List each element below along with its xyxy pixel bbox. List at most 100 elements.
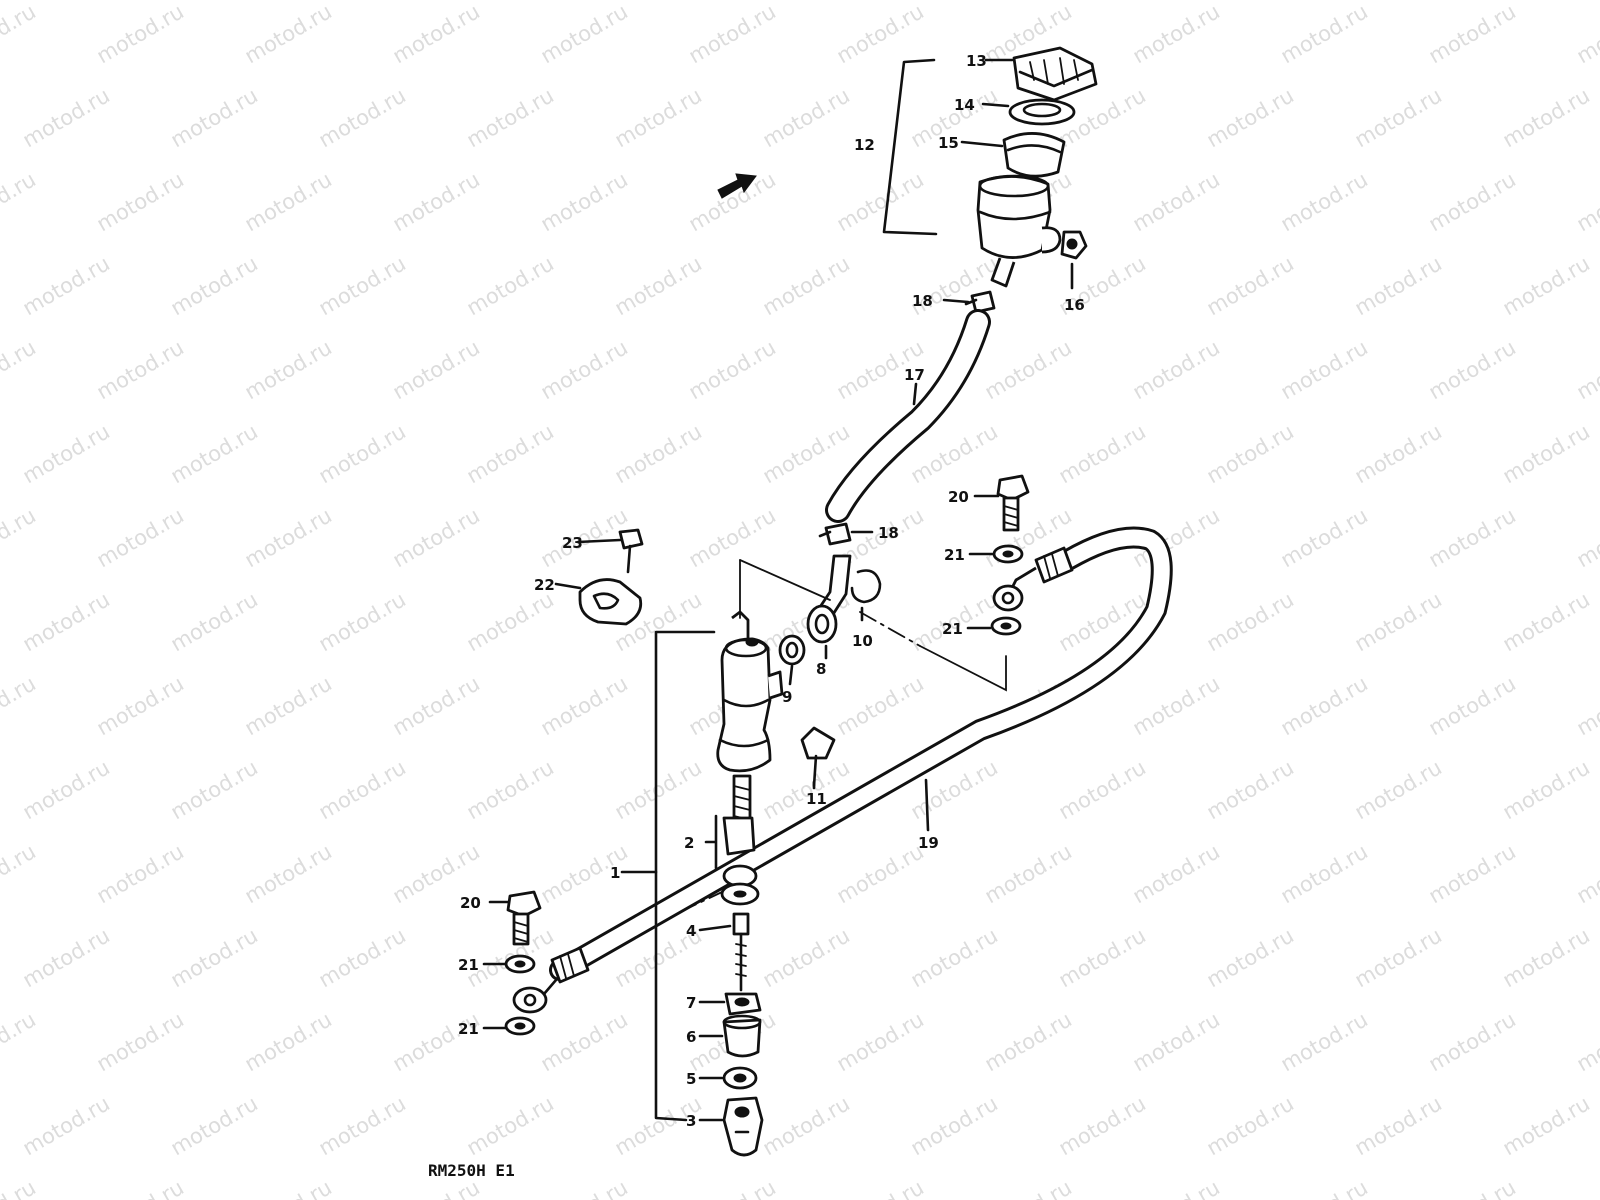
watermark-text: motod.ru [463,755,558,824]
callout-labels: 13 14 12 15 16 18 17 20 18 23 21 22 21 1… [458,52,1085,1130]
watermark-text: motod.ru [93,1007,188,1076]
watermark-text: motod.ru [315,1091,410,1160]
watermark-text: motod.ru [167,251,262,320]
watermark-text: motod.ru [611,755,706,824]
watermark-text: motod.ru [1277,335,1372,404]
connector-8 [806,554,852,644]
callout-21-d: 21 [458,1020,479,1038]
watermark-text: motod.ru [389,503,484,572]
callout-22: 22 [534,576,555,594]
watermark-text: motod.ru [759,1091,854,1160]
watermark-text: motod.ru [167,755,262,824]
front-direction-arrow-icon [717,173,757,199]
watermark-text: motod.ru [1425,1175,1520,1200]
watermark-text: motod.ru [463,587,558,656]
watermark-text: motod.ru [389,335,484,404]
watermark-text: motod.ru [0,0,40,68]
watermark-text: motod.ru [1573,1175,1600,1200]
watermark-text: motod.ru [685,167,780,236]
watermark-text: motod.ru [93,671,188,740]
watermark-text: motod.ru [1203,923,1298,992]
watermark-text: motod.ru [537,503,632,572]
callout-18-upper: 18 [912,292,933,310]
watermark-text: motod.ru [1129,167,1224,236]
watermark-text: motod.ru [759,83,854,152]
watermark-text: motod.ru [685,335,780,404]
watermark-text: motod.ru [389,167,484,236]
watermark-text: motod.ru [759,419,854,488]
watermark-text: motod.ru [0,1007,40,1076]
watermark-text: motod.ru [0,671,40,740]
watermark-text: motod.ru [0,839,40,908]
watermark-text: motod.ru [1425,335,1520,404]
watermark-text: motod.ru [93,1175,188,1200]
watermark-text: motod.ru [463,419,558,488]
watermark-text: motod.ru [685,503,780,572]
watermark-text: motod.ru [241,335,336,404]
watermark-text: motod.ru [1351,1091,1446,1160]
watermark-text: motod.ru [833,671,928,740]
callout-20-lower: 20 [460,894,481,912]
watermark-text: motod.ru [1277,671,1372,740]
watermark-text: motod.ru [1203,587,1298,656]
nut-7 [724,992,762,1016]
watermark-text: motod.ru [1573,335,1600,404]
watermark-text: motod.ru [907,923,1002,992]
watermark-text: motod.ru [907,1091,1002,1160]
watermark-text: motod.ru [19,251,114,320]
watermark-text: motod.ru [1351,251,1446,320]
watermark-text: motod.ru [1499,419,1594,488]
hose-clamp-18-upper [964,290,996,314]
watermark-text: motod.ru [1129,671,1224,740]
watermark-text: motod.ru [537,0,632,68]
watermark-text: motod.ru [1055,755,1150,824]
washer-21-c [504,954,536,974]
callout-17: 17 [904,366,925,384]
watermark-text: motod.ru [1499,755,1594,824]
watermark-text: motod.ru [463,1091,558,1160]
watermark-text: motod.ru [833,1175,928,1200]
callout-23: 23 [562,534,583,552]
watermark-text: motod.ru [537,1175,632,1200]
watermark-text: motod.ru [759,251,854,320]
watermark-text: motod.ru [1129,1007,1224,1076]
watermark-text: motod.ru [315,923,410,992]
hose-clamp-18-lower [818,522,852,546]
watermark-text: motod.ru [981,1007,1076,1076]
watermark-text: motod.ru [1425,0,1520,68]
watermark-text: motod.ru [1203,251,1298,320]
watermark-text: motod.ru [19,755,114,824]
watermark-text: motod.ru [463,83,558,152]
callout-16: 16 [1064,296,1085,314]
watermark-text: motod.ru [1129,839,1224,908]
master-cylinder-body [716,610,784,773]
watermark-text: motod.ru [537,671,632,740]
callout-7: 7 [686,994,696,1012]
reservoir-hose-17 [825,309,991,523]
watermark-text: motod.ru [241,167,336,236]
watermark-text: motod.ru [833,839,928,908]
watermark-text: motod.ru [241,0,336,68]
watermark-text: motod.ru [1351,755,1446,824]
watermark-text: motod.ru [1425,1007,1520,1076]
watermark-text: motod.ru [1277,0,1372,68]
watermark-text: motod.ru [93,503,188,572]
watermark-text: motod.ru [1203,83,1298,152]
watermark-text: motod.ru [1129,0,1224,68]
watermark-text: motod.ru [19,1091,114,1160]
watermark-text: motod.ru [685,0,780,68]
callout-21-a: 21 [944,546,965,564]
watermark-text: motod.ru [93,335,188,404]
callout-5: 5 [686,1070,696,1088]
washer-21-b [990,616,1022,636]
callout-3: 3 [686,1112,696,1130]
callout-12: 12 [854,136,875,154]
watermark-text: motod.ru [1573,167,1600,236]
watermark-text: motod.ru [1129,1175,1224,1200]
watermark-text: motod.ru [0,335,40,404]
reservoir-cap-13 [1012,46,1098,102]
watermark-text: motod.ru [389,0,484,68]
union-bolt-20-lower [506,890,542,946]
callout-1: 1 [610,864,620,882]
watermark-text: motod.ru [1499,251,1594,320]
